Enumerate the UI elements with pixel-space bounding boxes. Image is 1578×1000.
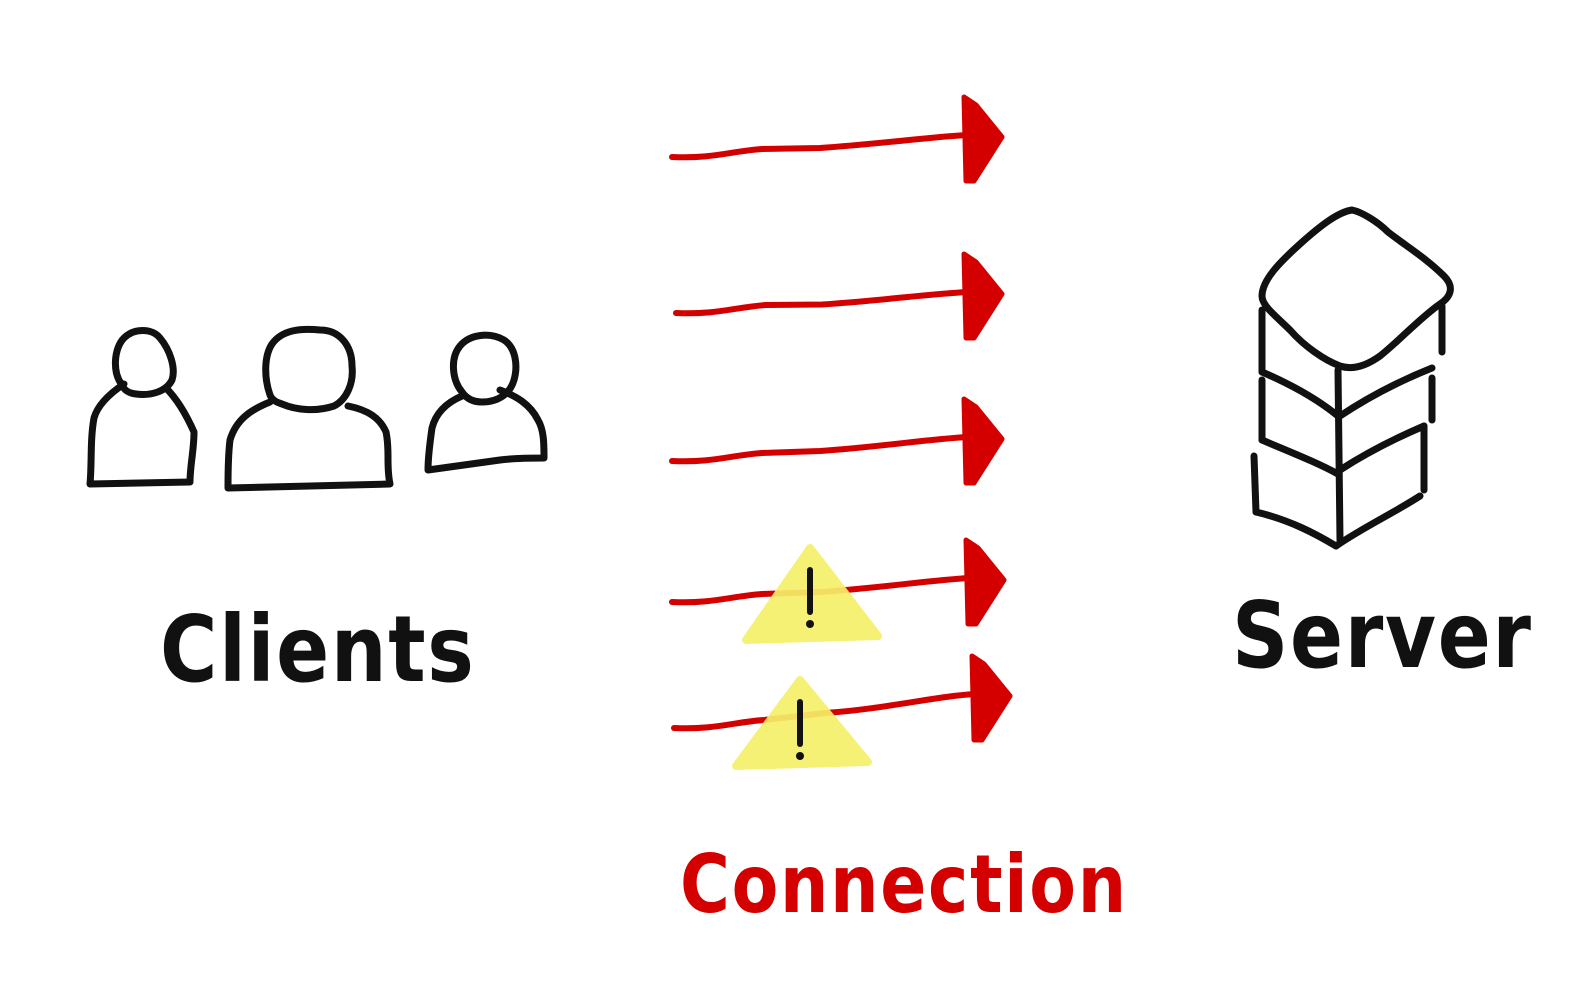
server-stack-icon — [1250, 206, 1454, 550]
connection-arrows — [669, 94, 1013, 743]
arrowhead-icon — [961, 396, 1005, 486]
arrowhead-icon — [963, 537, 1007, 627]
server-label: Server — [1232, 582, 1533, 689]
warning-triangle-icon — [732, 676, 872, 770]
clients-group — [86, 325, 548, 492]
client-person-icon-2 — [224, 325, 394, 492]
client-person-icon-3 — [424, 331, 548, 474]
arrowhead-icon — [961, 251, 1005, 341]
connection-arrow-3 — [669, 396, 1005, 486]
arrowhead-icon — [969, 653, 1013, 743]
clients-label: Clients — [160, 596, 476, 703]
connection-arrow-1 — [669, 94, 1005, 184]
arrowhead-icon — [961, 94, 1005, 184]
connection-line — [673, 289, 971, 317]
connection-line — [669, 434, 971, 465]
client-person-icon-1 — [86, 327, 198, 488]
warning-triangle-icon — [742, 544, 882, 644]
warning-markers — [732, 544, 882, 770]
connection-line — [669, 132, 971, 161]
connection-arrow-2 — [673, 251, 1005, 341]
connection-label: Connection — [680, 838, 1128, 931]
